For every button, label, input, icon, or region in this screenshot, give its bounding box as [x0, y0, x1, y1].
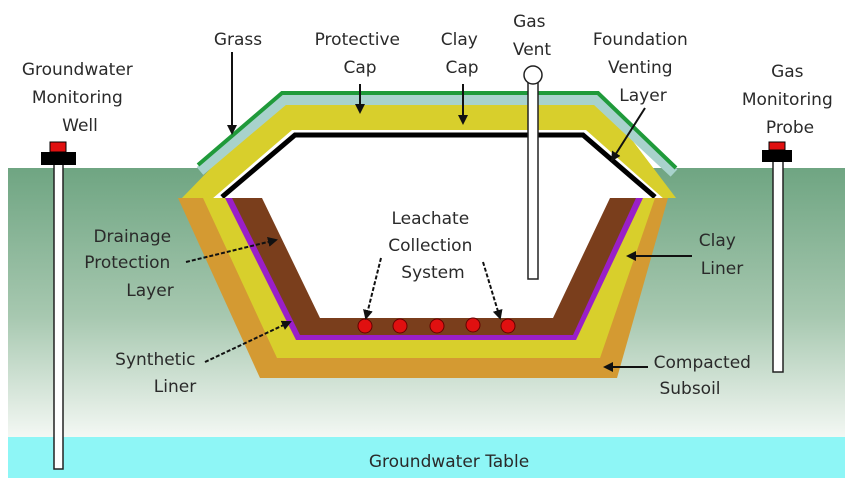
- foundation-venting-layer: [220, 132, 657, 199]
- gas-vent-pipe: [527, 79, 539, 280]
- label-groundwater-well: Groundwater Monitoring Well: [22, 60, 138, 136]
- label-protective-cap: Protective Cap: [315, 30, 406, 78]
- label-compacted-subsoil: Compacted Subsoil: [654, 353, 757, 399]
- arrow-leachate-2: [482, 261, 503, 320]
- label-leachate: Leachate Collection System: [388, 209, 478, 283]
- waste-area-top: [212, 130, 664, 199]
- monitoring-well-pipe: [53, 162, 64, 470]
- arrow-foundation: [610, 107, 646, 162]
- leachate-pipe: [357, 318, 373, 334]
- gas-probe-pipe: [772, 159, 784, 373]
- gas-probe-cap: [762, 150, 792, 162]
- label-clay-liner: Clay Liner: [699, 231, 743, 279]
- leachate-pipes: [357, 317, 516, 334]
- label-groundwater-table: Groundwater Table: [369, 452, 529, 472]
- groundwater-table-band: [8, 437, 845, 478]
- leachate-pipe: [429, 318, 445, 334]
- waste-area: [262, 198, 610, 318]
- grass-layer: [196, 91, 678, 170]
- gas-vent-cap: [523, 65, 543, 85]
- gas-probe-light: [768, 141, 786, 151]
- arrow-synthetic-liner: [204, 320, 292, 363]
- protective-cap: [196, 95, 678, 177]
- arrow-leachate-1: [363, 257, 382, 320]
- label-grass: Grass: [214, 30, 262, 50]
- arrows: [185, 52, 692, 372]
- label-gas-probe: Gas Monitoring Probe: [742, 62, 838, 138]
- arrow-drainage: [185, 237, 278, 263]
- label-clay-cap: Clay Cap: [441, 30, 483, 78]
- leachate-pipe: [392, 318, 408, 334]
- leachate-pipe: [500, 318, 516, 334]
- label-gas-vent: Gas Vent: [513, 12, 552, 60]
- monitoring-well-cap: [41, 152, 76, 165]
- label-synthetic-liner: Synthetic Liner: [115, 350, 201, 397]
- label-drainage: Drainage Protection Layer: [84, 227, 176, 301]
- label-foundation-venting: Foundation Venting Layer: [593, 30, 693, 106]
- monitoring-well-light: [49, 141, 67, 153]
- leachate-pipe: [465, 317, 481, 333]
